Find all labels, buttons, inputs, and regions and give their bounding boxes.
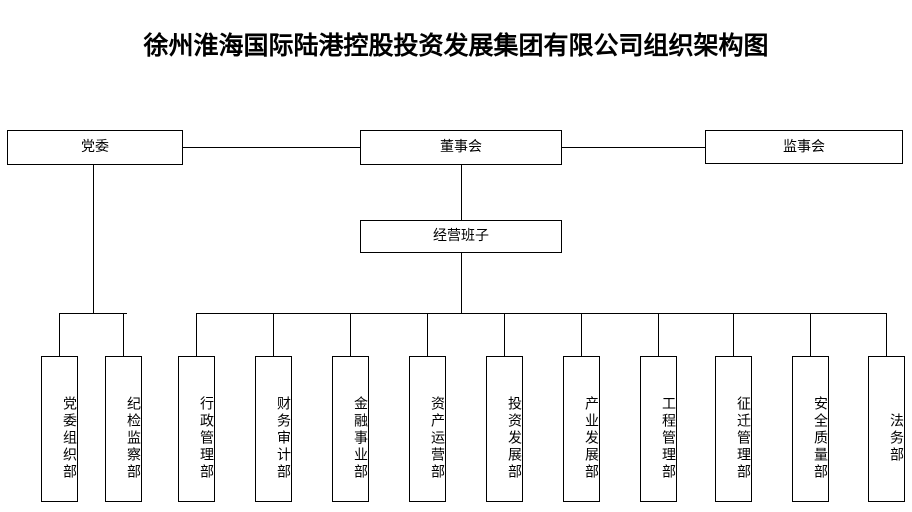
bus-management-team	[196, 313, 887, 314]
node-label-engineering-management-dept: 工程管理部	[660, 395, 676, 481]
drop-admin-management-dept	[196, 313, 197, 356]
drop-safety-quality-dept	[810, 313, 811, 356]
node-label-management-team: 经营班子	[433, 228, 489, 245]
node-discipline-inspection-dept[interactable]: 纪检监察部	[105, 356, 142, 502]
connector-board-to-supervisors	[562, 147, 705, 148]
node-asset-operation-dept[interactable]: 资产运营部	[409, 356, 446, 502]
node-industry-development-dept[interactable]: 产业发展部	[563, 356, 600, 502]
drop-legal-affairs-dept	[886, 313, 887, 356]
connector-board-to-management	[461, 165, 462, 220]
connector-management-to-bus	[461, 252, 462, 313]
node-label-legal-affairs-dept: 法务部	[888, 412, 904, 464]
node-label-financial-business-dept: 金融事业部	[352, 395, 368, 481]
node-label-admin-management-dept: 行政管理部	[198, 395, 214, 481]
node-label-discipline-inspection-dept: 纪检监察部	[125, 395, 141, 481]
node-label-finance-audit-dept: 财务审计部	[275, 395, 291, 481]
node-management-team[interactable]: 经营班子	[360, 220, 562, 253]
drop-engineering-management-dept	[658, 313, 659, 356]
bus-party-committee	[59, 313, 127, 314]
drop-party-org-dept	[59, 313, 60, 356]
connector-party-to-bus	[93, 164, 94, 313]
node-party-org-dept[interactable]: 党委组织部	[41, 356, 78, 502]
node-board-of-directors[interactable]: 董事会	[360, 130, 562, 165]
node-finance-audit-dept[interactable]: 财务审计部	[255, 356, 292, 502]
drop-relocation-management-dept	[733, 313, 734, 356]
node-label-industry-development-dept: 产业发展部	[583, 395, 599, 481]
node-label-party-org-dept: 党委组织部	[61, 395, 77, 481]
node-label-board-of-supervisors: 监事会	[783, 138, 825, 155]
drop-investment-development-dept	[504, 313, 505, 356]
drop-asset-operation-dept	[427, 313, 428, 356]
node-label-investment-development-dept: 投资发展部	[506, 395, 522, 481]
page-title: 徐州淮海国际陆港控股投资发展集团有限公司组织架构图	[143, 31, 769, 60]
node-board-of-supervisors[interactable]: 监事会	[705, 130, 903, 164]
drop-finance-audit-dept	[273, 313, 274, 356]
node-relocation-management-dept[interactable]: 征迁管理部	[715, 356, 752, 502]
node-label-relocation-management-dept: 征迁管理部	[735, 395, 751, 481]
node-label-party-committee: 党委	[81, 139, 109, 156]
node-party-committee[interactable]: 党委	[7, 130, 183, 165]
node-safety-quality-dept[interactable]: 安全质量部	[792, 356, 829, 502]
node-label-asset-operation-dept: 资产运营部	[429, 395, 445, 481]
drop-industry-development-dept	[581, 313, 582, 356]
connector-party-to-board	[183, 147, 360, 148]
node-investment-development-dept[interactable]: 投资发展部	[486, 356, 523, 502]
drop-discipline-inspection-dept	[123, 313, 124, 356]
node-admin-management-dept[interactable]: 行政管理部	[178, 356, 215, 502]
drop-financial-business-dept	[350, 313, 351, 356]
node-label-board-of-directors: 董事会	[440, 139, 482, 156]
node-legal-affairs-dept[interactable]: 法务部	[868, 356, 905, 502]
node-engineering-management-dept[interactable]: 工程管理部	[640, 356, 677, 502]
node-financial-business-dept[interactable]: 金融事业部	[332, 356, 369, 502]
node-label-safety-quality-dept: 安全质量部	[812, 395, 828, 481]
